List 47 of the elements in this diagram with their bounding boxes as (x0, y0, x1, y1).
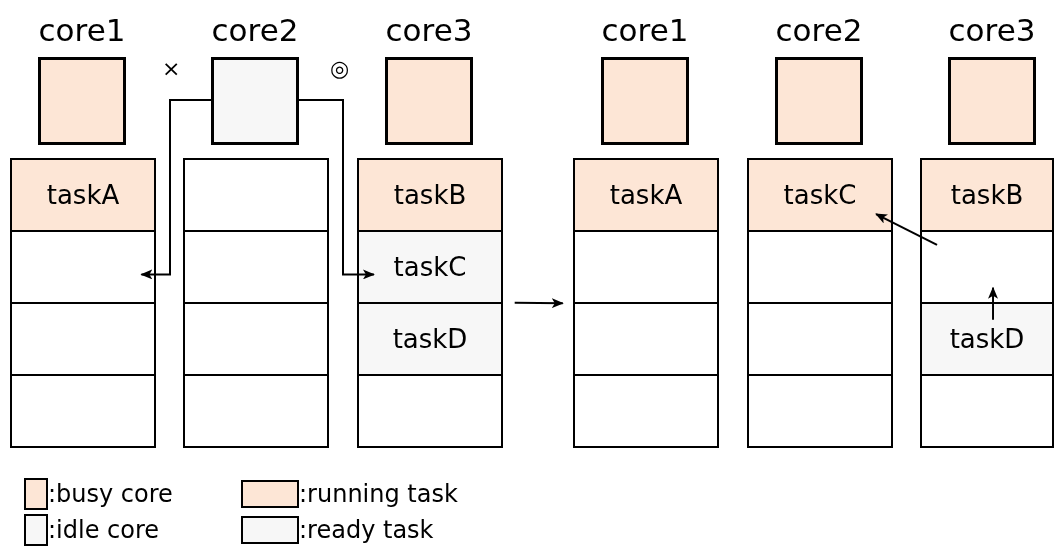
task-label: taskC (393, 254, 467, 280)
arrow (988, 286, 999, 321)
task-slot (10, 158, 156, 232)
task-label: taskD (392, 326, 468, 352)
core-label: core2 (775, 12, 863, 48)
task-slot (10, 302, 156, 376)
task-slot (10, 230, 156, 304)
task-slot (747, 374, 893, 448)
core-label: core1 (601, 12, 689, 48)
task-slot (183, 302, 329, 376)
legend-label: :running task (299, 482, 458, 506)
task-slot (10, 374, 156, 448)
task-slot (183, 230, 329, 304)
core-label: core1 (38, 12, 126, 48)
task-slot (920, 158, 1054, 232)
core-label: core3 (385, 12, 473, 48)
task-slot (920, 302, 1054, 376)
task-label: taskC (783, 182, 857, 208)
task-slot (357, 302, 503, 376)
task-slot (183, 374, 329, 448)
arrow (875, 213, 938, 246)
arrow (298, 99, 375, 280)
task-label: taskB (393, 182, 467, 208)
legend-label: :busy core (48, 482, 173, 506)
task-label: taskA (46, 182, 120, 208)
task-slot (573, 302, 719, 376)
legend-label: :ready task (299, 518, 434, 542)
task-slot (747, 230, 893, 304)
legend-label: :idle core (48, 518, 160, 542)
task-slot (183, 158, 329, 232)
task-label: taskA (609, 182, 683, 208)
task-slot (573, 230, 719, 304)
task-slot (920, 230, 1054, 304)
task-slot (357, 374, 503, 448)
task-slot (747, 158, 893, 232)
core-label: core3 (948, 12, 1036, 48)
task-slot (573, 158, 719, 232)
task-slot (357, 230, 503, 304)
core-label: core2 (211, 12, 299, 48)
task-slot (357, 158, 503, 232)
task-label: taskD (949, 326, 1025, 352)
arrow (513, 298, 564, 309)
task-slot (573, 374, 719, 448)
task-slot (747, 302, 893, 376)
task-label: taskB (950, 182, 1024, 208)
task-slot (920, 374, 1054, 448)
arrow (140, 99, 212, 280)
